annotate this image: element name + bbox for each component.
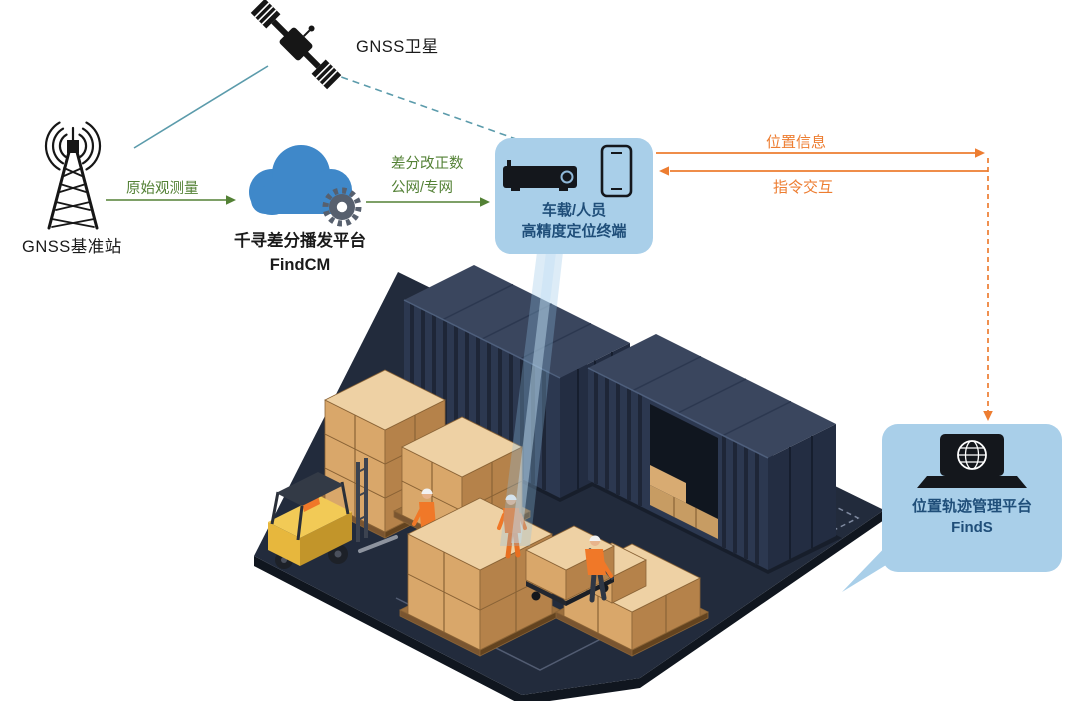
arrowhead: [480, 197, 490, 207]
cloud-platform-icon: [249, 145, 362, 227]
warehouse-illustration: [254, 265, 884, 701]
terminal-card: 车载/人员 高精度定位终端: [495, 138, 653, 254]
satellite-icon: [250, 0, 342, 90]
edge-label-position-info: 位置信息: [766, 134, 827, 151]
cloud-platform-title: 千寻差分播发平台: [234, 232, 366, 250]
link-satellite-terminal: [329, 72, 517, 140]
arrowhead: [226, 195, 236, 205]
management-platform-card: 位置轨迹管理平台 FindS: [882, 424, 1062, 572]
satellite-label: GNSS卫星: [356, 38, 439, 56]
edge-label-raw-observation: 原始观测量: [126, 181, 199, 197]
base-station-label: GNSS基准站: [22, 238, 122, 256]
arrowhead: [975, 148, 985, 158]
gear-icon: [322, 187, 362, 227]
edge-label-correction-1: 差分改正数: [391, 156, 464, 172]
terminal-label-line2: 高精度定位终端: [521, 223, 627, 240]
laptop-globe-icon: [917, 434, 1027, 488]
base-station-icon: [44, 121, 102, 230]
platform-label-product: FindS: [951, 519, 993, 536]
platform-side: [254, 510, 884, 701]
cloud-platform-product: FindCM: [269, 255, 331, 274]
worker-figure: [585, 535, 613, 603]
connectors: [106, 65, 993, 421]
forklift-icon: [268, 458, 398, 569]
link-satellite-base-station: [133, 65, 269, 149]
terminal-device-icon: [503, 144, 633, 198]
platform-label-title: 位置轨迹管理平台: [911, 498, 1032, 515]
arrowhead: [983, 411, 993, 421]
cloud-platform-label: 千寻差分播发平台 FindCM: [218, 230, 382, 278]
edge-label-command: 指令交互: [773, 179, 834, 196]
edge-label-correction-2: 公网/专网: [391, 180, 454, 196]
arrowhead: [659, 166, 669, 176]
shipping-container-right: [587, 334, 836, 570]
signal-waves-right: [78, 121, 102, 171]
terminal-label-line1: 车载/人员: [541, 202, 607, 219]
worker-figure: [497, 494, 527, 559]
signal-waves-left: [44, 121, 68, 171]
positioning-beam: [500, 252, 563, 546]
